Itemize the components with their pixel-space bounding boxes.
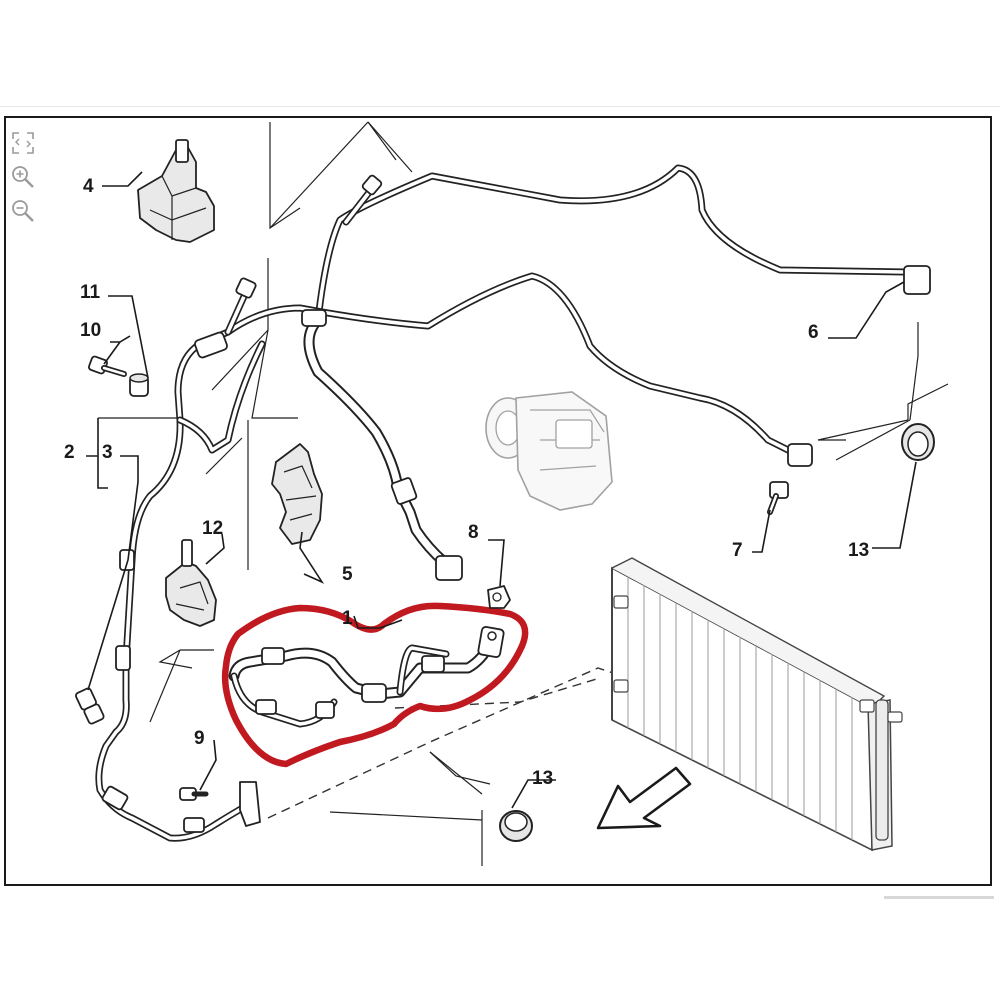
callout-11: 11 bbox=[80, 282, 101, 303]
bottom-divider bbox=[884, 896, 994, 899]
callout-4: 4 bbox=[83, 176, 94, 197]
refrigerant-pipe-left-branch bbox=[176, 340, 266, 454]
bolt-part-9 bbox=[179, 787, 209, 801]
callout-labels: 4 11 10 2 3 5 6 7 8 9 12 13 13 1 bbox=[64, 176, 869, 789]
nut-part-8 bbox=[487, 585, 511, 609]
bracket-part-4 bbox=[137, 139, 215, 243]
pipe-end-fitting bbox=[75, 687, 105, 725]
fit-to-view-icon[interactable] bbox=[10, 130, 36, 156]
construction-lines bbox=[98, 121, 949, 866]
callout-5: 5 bbox=[342, 564, 353, 585]
callout-6: 6 bbox=[808, 322, 819, 343]
nut-part-11 bbox=[129, 373, 149, 397]
callout-13-lower: 13 bbox=[532, 768, 553, 789]
zoom-in-icon[interactable] bbox=[10, 164, 36, 190]
diagram-frame bbox=[4, 116, 992, 886]
callout-7: 7 bbox=[732, 540, 743, 561]
dashed-reference-lines bbox=[267, 667, 623, 819]
callout-1: 1 bbox=[342, 608, 353, 629]
seal-ring-part-13-lower bbox=[499, 810, 533, 842]
callout-3: 3 bbox=[102, 442, 113, 463]
condenser-illustration bbox=[611, 557, 903, 852]
refrigerant-pipe-upper bbox=[314, 164, 919, 324]
viewer-toolbar bbox=[10, 130, 40, 232]
callout-13-upper: 13 bbox=[848, 540, 869, 561]
top-divider bbox=[0, 106, 1000, 107]
pipe-fittings bbox=[101, 265, 931, 833]
refrigerant-pipe-compressor-hose bbox=[303, 314, 450, 568]
callout-8: 8 bbox=[468, 522, 479, 543]
direction-arrow bbox=[596, 766, 692, 830]
callout-2: 2 bbox=[64, 442, 75, 463]
bolt-part-7 bbox=[767, 481, 789, 515]
bolt-part-10 bbox=[88, 355, 127, 377]
pipe-fitting-part-9 bbox=[239, 781, 261, 827]
callout-9: 9 bbox=[194, 728, 205, 749]
callout-12: 12 bbox=[202, 518, 223, 539]
bracket-part-5 bbox=[271, 443, 323, 545]
hose-assembly-part-1 bbox=[228, 626, 505, 728]
bracket-part-12 bbox=[165, 539, 217, 627]
refrigerant-pipe-upper-fitting bbox=[342, 174, 383, 226]
refrigerant-pipe-left-fitting bbox=[224, 277, 257, 336]
refrigerant-pipe-left-long bbox=[95, 340, 250, 842]
callout-leaders bbox=[86, 171, 917, 809]
zoom-out-icon[interactable] bbox=[10, 198, 36, 224]
seal-ring-part-13-upper bbox=[901, 423, 935, 461]
compressor-illustration bbox=[485, 391, 613, 511]
callout-10: 10 bbox=[80, 320, 101, 341]
